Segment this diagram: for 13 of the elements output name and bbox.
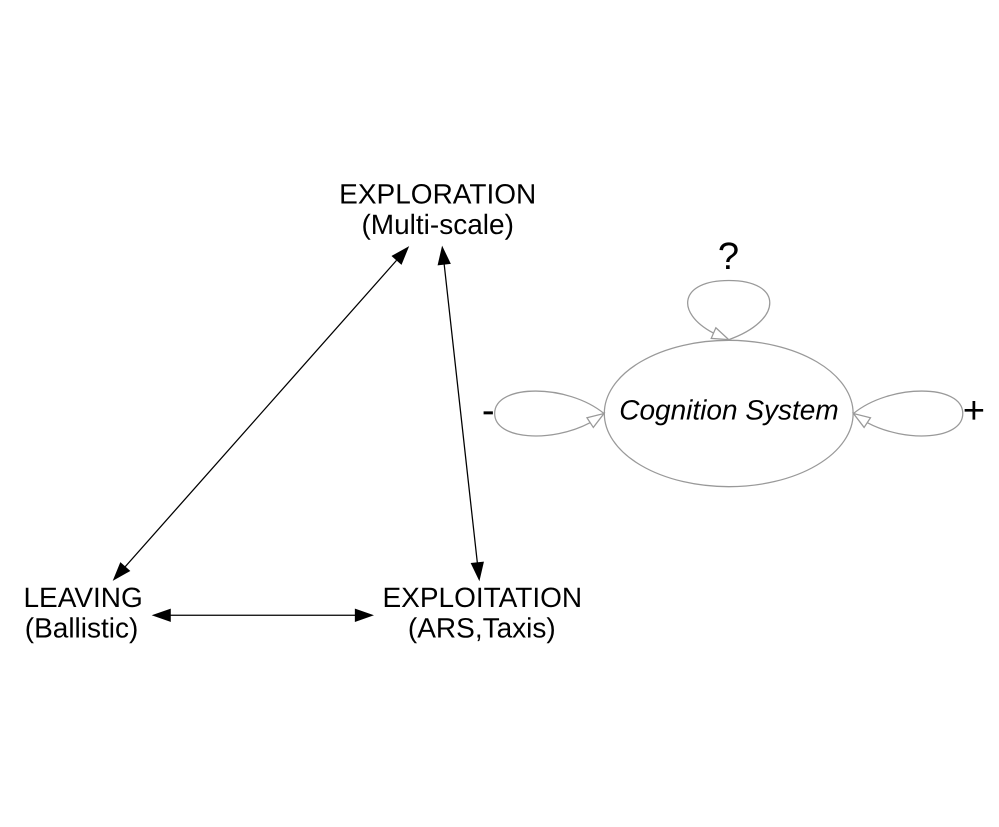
edge-label: - bbox=[482, 389, 495, 432]
arrow bbox=[112, 246, 410, 581]
node-ellipse: Cognition System bbox=[604, 340, 854, 488]
node-text: LEAVING (Ballistic) bbox=[23, 582, 143, 644]
arrow bbox=[494, 390, 606, 437]
arrow bbox=[152, 608, 374, 622]
arrow bbox=[687, 280, 770, 340]
node-text: EXPLORATION (Multi-scale) bbox=[339, 178, 536, 240]
arrow bbox=[438, 246, 484, 582]
arrow bbox=[852, 390, 964, 437]
edge-label: + bbox=[962, 389, 986, 432]
node-text: EXPLOITATION (ARS,Taxis) bbox=[382, 582, 582, 644]
edge-label: ? bbox=[718, 235, 740, 278]
